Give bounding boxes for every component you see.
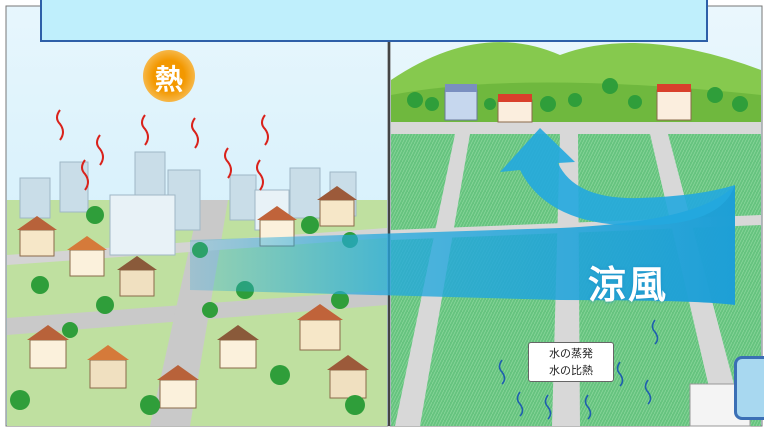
wind-label: 涼風 — [588, 263, 669, 307]
evaporation-line-1: 水の蒸発 — [549, 347, 593, 360]
heat-wave-icon — [56, 109, 269, 191]
title-box — [40, 0, 708, 42]
house-icon — [444, 84, 692, 123]
evaporation-label: 水の蒸発 水の比熱 — [528, 342, 614, 382]
heat-label: 熱 — [154, 63, 183, 96]
vapor-icon — [498, 319, 659, 420]
side-tab-button[interactable] — [734, 356, 764, 420]
wind-arrow-icon — [190, 128, 735, 305]
evaporation-line-2: 水の比熱 — [549, 364, 593, 377]
tree-icon — [407, 78, 748, 112]
sun-icon — [143, 50, 195, 102]
house-icon — [17, 186, 369, 409]
